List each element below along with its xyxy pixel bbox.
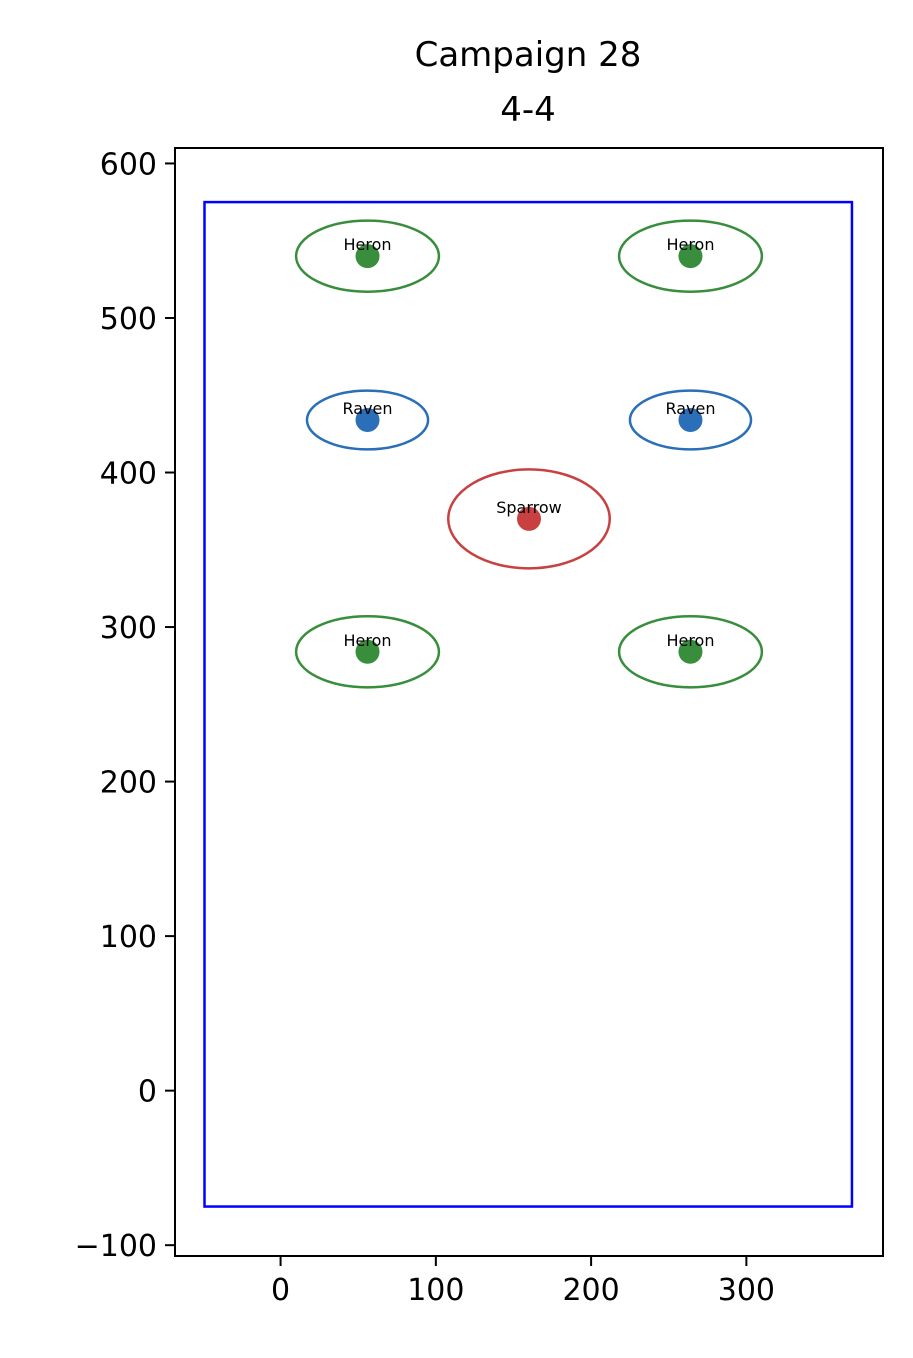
range-ellipse — [628, 389, 753, 451]
point-label: Raven — [343, 399, 393, 418]
range-ellipse — [617, 614, 764, 689]
range-ellipse — [447, 468, 611, 570]
point-label: Raven — [665, 399, 715, 418]
data-point — [517, 506, 541, 531]
x-tick-label: 300 — [718, 1273, 775, 1308]
y-tick-label: 0 — [138, 1075, 157, 1110]
data-point — [355, 639, 380, 664]
range-ellipse — [617, 219, 764, 293]
y-tick-label: 300 — [100, 611, 157, 646]
point-label: Heron — [344, 631, 392, 650]
boundary-rect — [203, 200, 854, 1208]
y-tick-label: 400 — [100, 457, 157, 492]
chart-subtitle: 4-4 — [500, 90, 556, 130]
data-point — [678, 244, 703, 269]
point-label: Heron — [344, 235, 392, 254]
y-tick-label: 600 — [100, 147, 157, 182]
range-ellipse — [294, 614, 441, 689]
axes-frame — [174, 147, 884, 1257]
x-tick-label: 100 — [407, 1273, 464, 1308]
point-label: Heron — [666, 235, 714, 254]
point-label: Sparrow — [496, 498, 562, 517]
y-tick-label: 500 — [100, 302, 157, 337]
data-point — [355, 407, 380, 432]
x-tick-label: 200 — [562, 1273, 619, 1308]
range-ellipse — [305, 389, 430, 451]
range-ellipse — [294, 219, 441, 293]
y-tick-label: 100 — [100, 920, 157, 955]
y-tick-label: −100 — [75, 1229, 157, 1264]
point-label: Heron — [666, 631, 714, 650]
chart-title: Campaign 28 — [415, 35, 642, 75]
x-tick-label: 0 — [271, 1273, 290, 1308]
data-point — [678, 407, 703, 432]
y-tick-label: 200 — [100, 766, 157, 801]
data-point — [678, 639, 703, 664]
data-point — [355, 244, 380, 269]
